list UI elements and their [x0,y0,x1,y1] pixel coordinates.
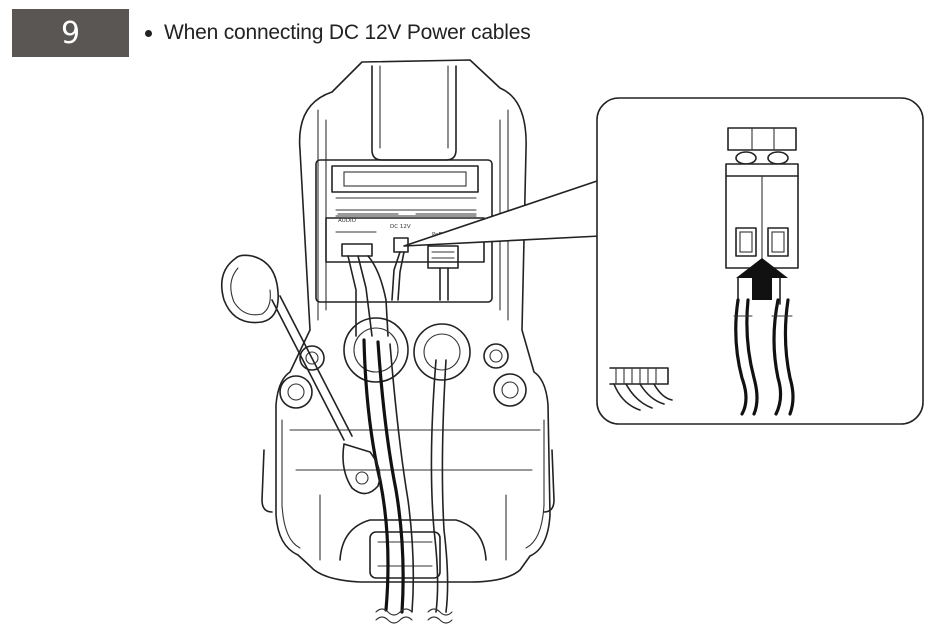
camera-housing [261,59,555,583]
terminal-board: AUDIO DC 12V PoE+ [315,159,493,337]
step-number-badge: 9 [12,9,129,57]
arrow-up-icon [736,258,788,300]
audio-label: AUDIO [338,218,357,224]
cable-glands [343,317,471,383]
partial-terminal-strip [609,367,673,411]
callout-pointer [403,179,601,247]
safety-strap [220,254,381,495]
step-number: 9 [60,15,81,51]
bullet-icon [145,29,152,37]
instruction-line: When connecting DC 12V Power cables [145,18,531,48]
dc-power-connector [725,127,799,269]
instruction-text: When connecting DC 12V Power cables [164,21,531,44]
callout-detail [596,97,924,425]
dc-12v-label: DC 12V [390,224,411,230]
